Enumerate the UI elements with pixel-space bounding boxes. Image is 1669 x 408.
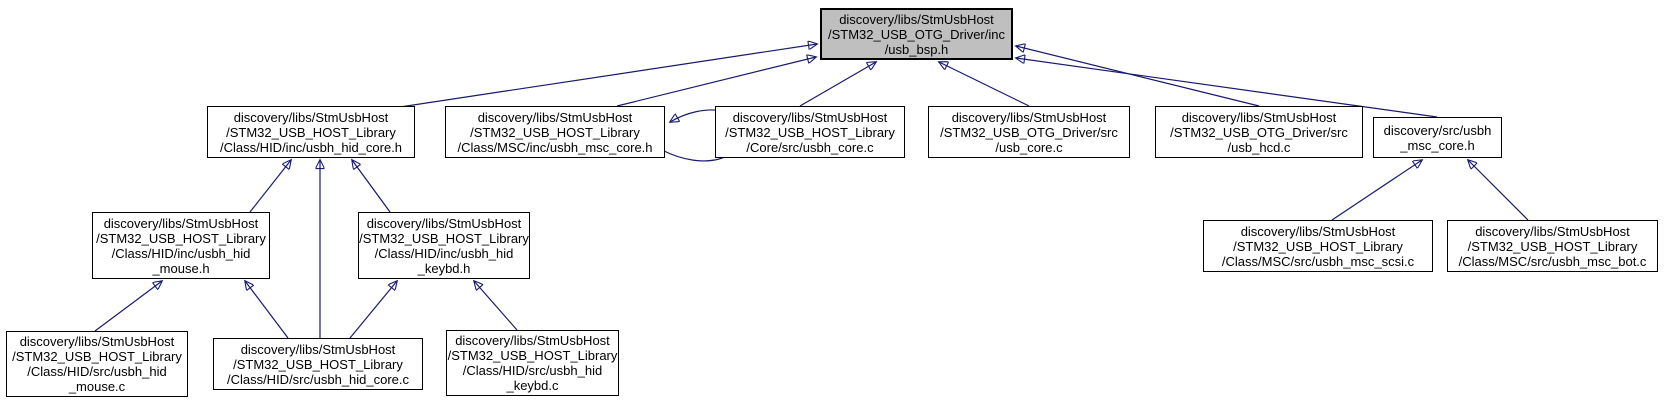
node-label: discovery/libs/StmUsbHost /STM32_USB_HOS… xyxy=(457,109,653,155)
graph-node-usbh-hid-core-c[interactable]: discovery/libs/StmUsbHost /STM32_USB_HOS… xyxy=(213,338,423,390)
graph-node-usb-core-c[interactable]: discovery/libs/StmUsbHost /STM32_USB_OTG… xyxy=(928,106,1130,158)
edge-src-msc-core-h-to-usb-bsp xyxy=(1016,58,1438,118)
graph-node-usb-hcd-c[interactable]: discovery/libs/StmUsbHost /STM32_USB_OTG… xyxy=(1155,106,1363,158)
edge-msc-bot-c-to-src-msc-core-h xyxy=(1468,160,1529,221)
graph-node-usbh-hid-core-h[interactable]: discovery/libs/StmUsbHost /STM32_USB_HOS… xyxy=(207,106,415,158)
edge-hid-core-c-to-hid-mouse-h xyxy=(245,281,289,339)
node-label: discovery/libs/StmUsbHost /STM32_USB_OTG… xyxy=(828,11,1005,57)
node-label: discovery/libs/StmUsbHost /STM32_USB_HOS… xyxy=(12,334,182,394)
node-label: discovery/libs/StmUsbHost /STM32_USB_OTG… xyxy=(940,109,1118,155)
node-label: discovery/src/usbh _msc_core.h xyxy=(1383,122,1492,153)
graph-node-usb-bsp-h[interactable]: discovery/libs/StmUsbHost /STM32_USB_OTG… xyxy=(820,8,1013,60)
edge-hid-keybd-c-to-hid-keybd-h xyxy=(474,281,518,331)
edge-hid-core-c-to-hid-keybd-h xyxy=(349,281,397,339)
edge-msc-scsi-c-to-src-msc-core-h xyxy=(1331,160,1422,221)
node-label: discovery/libs/StmUsbHost /STM32_USB_HOS… xyxy=(447,333,618,393)
graph-node-usbh-hid-keybd-h[interactable]: discovery/libs/StmUsbHost /STM32_USB_HOS… xyxy=(358,212,530,279)
graph-node-src-usbh-msc-core-h[interactable]: discovery/src/usbh _msc_core.h xyxy=(1373,117,1502,158)
graph-node-usbh-hid-mouse-h[interactable]: discovery/libs/StmUsbHost /STM32_USB_HOS… xyxy=(92,212,270,279)
edge-hid-mouse-c-to-hid-mouse-h xyxy=(94,281,162,332)
edge-msc-core-h-lib-to-usb-bsp xyxy=(616,57,816,107)
graph-node-usbh-core-c[interactable]: discovery/libs/StmUsbHost /STM32_USB_HOS… xyxy=(715,106,905,158)
node-label: discovery/libs/StmUsbHost /STM32_USB_HOS… xyxy=(226,341,410,387)
graph-node-usbh-msc-scsi-c[interactable]: discovery/libs/StmUsbHost /STM32_USB_HOS… xyxy=(1203,220,1433,272)
edge-usb-hcd-c-to-usb-bsp xyxy=(1016,46,1260,107)
node-label: discovery/libs/StmUsbHost /STM32_USB_HOS… xyxy=(725,109,895,155)
node-label: discovery/libs/StmUsbHost /STM32_USB_HOS… xyxy=(96,215,266,276)
node-label: discovery/libs/StmUsbHost /STM32_USB_HOS… xyxy=(219,109,403,155)
node-label: discovery/libs/StmUsbHost /STM32_USB_HOS… xyxy=(1458,223,1647,269)
edge-hid-core-h-to-usb-bsp xyxy=(399,44,817,108)
graph-node-usbh-msc-core-h-lib[interactable]: discovery/libs/StmUsbHost /STM32_USB_HOS… xyxy=(445,106,665,158)
edge-usb-core-c-to-usb-bsp xyxy=(939,62,1030,107)
edge-usbh-core-c-to-usb-bsp xyxy=(799,62,876,107)
node-label: discovery/libs/StmUsbHost /STM32_USB_HOS… xyxy=(359,215,529,276)
graph-node-usbh-hid-mouse-c[interactable]: discovery/libs/StmUsbHost /STM32_USB_HOS… xyxy=(6,331,188,397)
graph-node-usbh-hid-keybd-c[interactable]: discovery/libs/StmUsbHost /STM32_USB_HOS… xyxy=(446,330,619,396)
edge-hid-mouse-h-to-hid-core-h xyxy=(249,160,291,213)
node-label: discovery/libs/StmUsbHost /STM32_USB_HOS… xyxy=(1221,223,1415,269)
graph-node-usbh-msc-bot-c[interactable]: discovery/libs/StmUsbHost /STM32_USB_HOS… xyxy=(1447,220,1658,272)
edge-hid-keybd-h-to-hid-core-h xyxy=(352,160,391,213)
node-label: discovery/libs/StmUsbHost /STM32_USB_OTG… xyxy=(1170,109,1348,155)
